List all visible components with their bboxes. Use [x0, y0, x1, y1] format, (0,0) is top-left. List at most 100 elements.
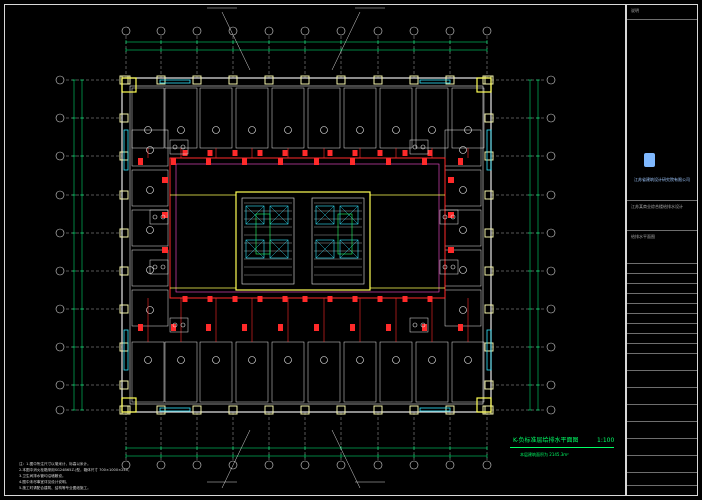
elevator-shaft: [339, 239, 359, 259]
column-icon: [119, 380, 129, 390]
curtain-wall: [123, 329, 129, 371]
note-line: 3.卫生间排水管均沿墙敷设。: [19, 474, 66, 478]
room-tag: [212, 126, 220, 134]
column-icon: [119, 304, 129, 314]
room-tag: [212, 356, 220, 364]
stair-icon: [255, 213, 271, 255]
pipe-riser: [377, 150, 383, 156]
column-icon: [228, 405, 238, 415]
room-tag: [428, 356, 436, 364]
elevator-cross: [245, 239, 265, 259]
toilet-room: [169, 317, 189, 333]
fixture-icon: [450, 214, 456, 220]
title-block-divider: [627, 343, 697, 344]
pipe-riser: [352, 150, 358, 156]
column-icon: [484, 266, 494, 276]
room-tag: [144, 356, 152, 364]
column-icon: [300, 75, 310, 85]
elevator-shaft: [245, 205, 265, 225]
grid-bubble-icon: [264, 26, 274, 36]
grid-bubble-icon: [445, 460, 455, 470]
grid-bubble-icon: [482, 26, 492, 36]
column-icon: [373, 75, 383, 85]
stair-icon: [311, 197, 365, 285]
title-block-divider: [627, 485, 697, 486]
grid-bubble-icon: [121, 460, 131, 470]
fire-hydrant-icon: [206, 324, 211, 331]
grid-bubble-icon: [409, 26, 419, 36]
grid-bubble-icon: [55, 228, 65, 238]
pipe-riser: [302, 296, 308, 302]
room-tag: [459, 306, 467, 314]
toilet-room: [149, 259, 169, 275]
grid-bubble-icon: [55, 151, 65, 161]
drawing-scale: 1:100: [597, 437, 615, 444]
column-icon: [409, 75, 419, 85]
fire-hydrant-icon: [278, 324, 283, 331]
fire-hydrant-icon: [422, 324, 427, 331]
unit-room: [131, 169, 169, 207]
column-icon: [300, 405, 310, 415]
grid-bubble-icon: [546, 228, 556, 238]
elevator-cross: [339, 205, 359, 225]
grid-bubble-icon: [373, 460, 383, 470]
pipe-riser: [448, 247, 454, 253]
curtain-wall: [159, 79, 191, 84]
column-icon: [336, 405, 346, 415]
grid-bubble-icon: [300, 26, 310, 36]
corner-column-icon: [476, 397, 492, 413]
column-icon: [119, 228, 129, 238]
room-tag: [459, 226, 467, 234]
room-tag: [284, 356, 292, 364]
fixture-icon: [172, 144, 178, 150]
title-block-divider: [627, 273, 697, 274]
room-tag: [146, 306, 154, 314]
grid-bubble-icon: [55, 405, 65, 415]
title-block-divider: [627, 283, 697, 284]
room-tag: [146, 226, 154, 234]
toilet-room: [149, 209, 169, 225]
toilet-room: [169, 139, 189, 155]
fire-hydrant-icon: [314, 324, 319, 331]
stair-icon: [241, 197, 295, 285]
title-block-divider: [627, 333, 697, 334]
view-leader: [331, 429, 361, 489]
column-icon: [264, 405, 274, 415]
pipe-riser: [232, 150, 238, 156]
fire-hydrant-icon: [350, 158, 355, 165]
room-tag: [464, 356, 472, 364]
pipe-riser: [327, 150, 333, 156]
unit-room: [131, 289, 169, 327]
grid-bubble-icon: [546, 380, 556, 390]
title-block-divider: [627, 313, 697, 314]
column-icon: [484, 151, 494, 161]
fixture-icon: [152, 264, 158, 270]
title-underline: [510, 447, 614, 448]
fixture-icon: [420, 322, 426, 328]
fixture-icon: [412, 322, 418, 328]
room-tag: [459, 266, 467, 274]
column-icon: [484, 113, 494, 123]
elevator-cross: [315, 205, 335, 225]
pipe-riser: [427, 150, 433, 156]
column-icon: [484, 342, 494, 352]
room-tag: [146, 186, 154, 194]
grid-bubble-icon: [300, 460, 310, 470]
elevator-cross: [339, 239, 359, 259]
curtain-wall: [419, 79, 451, 84]
pipe-riser: [327, 296, 333, 302]
title-block-divider: [627, 387, 697, 388]
fixture-icon: [180, 322, 186, 328]
company-name: 江苏省建筑设计研究院有限公司: [634, 177, 690, 182]
pipe-riser: [402, 296, 408, 302]
room-tag: [177, 356, 185, 364]
pipe-ring-inner: [175, 163, 440, 293]
grid-bubble-icon: [546, 75, 556, 85]
room-tag: [248, 126, 256, 134]
room-tag: [320, 126, 328, 134]
grid-bubble-icon: [156, 460, 166, 470]
grid-bubble-icon: [55, 113, 65, 123]
pipe-riser: [302, 150, 308, 156]
curtain-wall: [123, 129, 129, 171]
